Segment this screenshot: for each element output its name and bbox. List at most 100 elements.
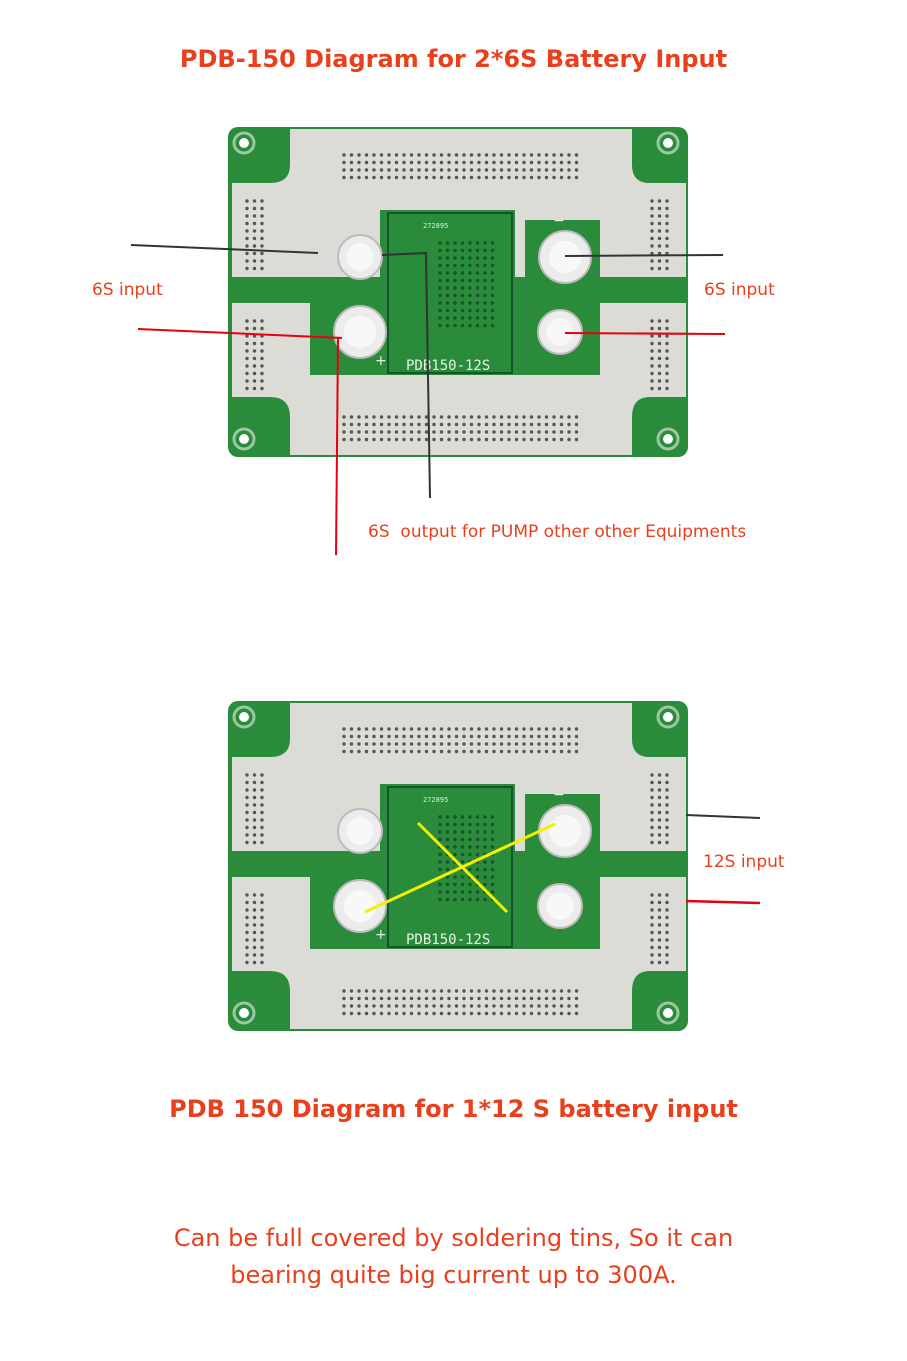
via-dot — [252, 221, 257, 226]
via-dot — [445, 830, 450, 834]
via-dot — [469, 422, 474, 427]
via-dot — [484, 996, 489, 1001]
via-dot — [544, 160, 549, 165]
via-dot — [529, 422, 534, 427]
via-dot — [453, 323, 457, 328]
via-dot — [499, 1011, 504, 1016]
via-dot — [468, 837, 472, 842]
via-dot — [453, 316, 457, 320]
via-dot — [379, 168, 384, 172]
via-dot — [252, 915, 257, 920]
via-dot — [453, 815, 457, 819]
via-dot — [475, 241, 480, 245]
via-dot — [394, 1004, 399, 1008]
via-dot — [469, 1011, 474, 1016]
via-dot — [453, 278, 457, 283]
via-dot — [252, 349, 257, 353]
via-dot — [260, 945, 264, 950]
via-dot — [665, 326, 669, 331]
via-dot — [475, 815, 480, 819]
via-dot — [507, 415, 511, 419]
via-dot — [245, 251, 249, 256]
via-dot — [439, 1011, 444, 1016]
via-dot — [454, 742, 459, 746]
via-dot — [394, 734, 399, 739]
via-dot — [245, 229, 249, 233]
via-dot — [402, 727, 406, 731]
solder-terminal-highlight — [343, 315, 377, 349]
via-dot — [260, 795, 264, 800]
via-dot — [657, 259, 662, 263]
via-dot — [460, 316, 465, 320]
via-dot — [342, 422, 346, 427]
via-dot — [499, 727, 504, 731]
via-dot — [484, 989, 489, 993]
via-dot — [522, 430, 526, 434]
footer-line-1: Can be full covered by soldering tins, S… — [173, 1224, 734, 1252]
via-dot — [454, 437, 459, 442]
via-dot — [665, 960, 669, 965]
via-dot — [445, 286, 450, 290]
via-dot — [447, 1004, 451, 1008]
via-dot — [445, 278, 450, 283]
via-dot — [245, 893, 249, 897]
via-dot — [529, 996, 534, 1001]
via-dot — [432, 1011, 436, 1016]
via-dot — [657, 915, 662, 920]
via-dot — [245, 795, 249, 800]
via-dot — [462, 415, 466, 419]
via-dot — [490, 890, 495, 894]
via-dot — [544, 168, 549, 172]
via-dot — [665, 908, 669, 912]
via-dot — [507, 996, 511, 1001]
via-dot — [438, 830, 442, 834]
via-dot — [483, 316, 487, 320]
via-dot — [490, 830, 495, 834]
via-dot — [477, 1011, 481, 1016]
via-dot — [475, 308, 480, 313]
via-dot — [394, 996, 399, 1001]
via-dot — [657, 334, 662, 338]
via-dot — [409, 742, 414, 746]
via-dot — [475, 867, 480, 872]
via-dot — [537, 749, 541, 754]
via-dot — [424, 742, 429, 746]
via-dot — [252, 341, 257, 346]
via-dot — [657, 386, 662, 391]
via-dot — [507, 175, 511, 180]
via-dot — [490, 286, 495, 290]
via-dot — [462, 1011, 466, 1016]
via-dot — [567, 989, 571, 993]
via-dot — [490, 845, 495, 849]
board-serial-number: 272895 — [423, 796, 448, 804]
via-dot — [665, 371, 669, 376]
via-dot — [462, 422, 466, 427]
via-dot — [402, 422, 406, 427]
via-dot — [245, 938, 249, 942]
via-dot — [439, 727, 444, 731]
via-dot — [490, 897, 495, 902]
via-dot — [260, 803, 264, 807]
via-dot — [499, 734, 504, 739]
pcb-board-graphic — [228, 127, 688, 457]
via-dot — [245, 803, 249, 807]
via-dot — [544, 727, 549, 731]
via-dot — [462, 996, 466, 1001]
via-dot — [394, 437, 399, 442]
via-dot — [657, 810, 662, 815]
via-dot — [245, 364, 249, 368]
via-dot — [252, 319, 257, 323]
via-dot — [650, 840, 654, 845]
via-dot — [475, 837, 480, 842]
via-dot — [468, 316, 472, 320]
via-dot — [514, 160, 519, 165]
via-dot — [417, 437, 421, 442]
via-dot — [462, 153, 466, 157]
via-dot — [492, 996, 496, 1001]
via-dot — [252, 334, 257, 338]
via-dot — [372, 1011, 376, 1016]
via-dot — [438, 316, 442, 320]
via-dot — [650, 199, 654, 203]
via-dot — [245, 349, 249, 353]
via-dot — [657, 825, 662, 830]
